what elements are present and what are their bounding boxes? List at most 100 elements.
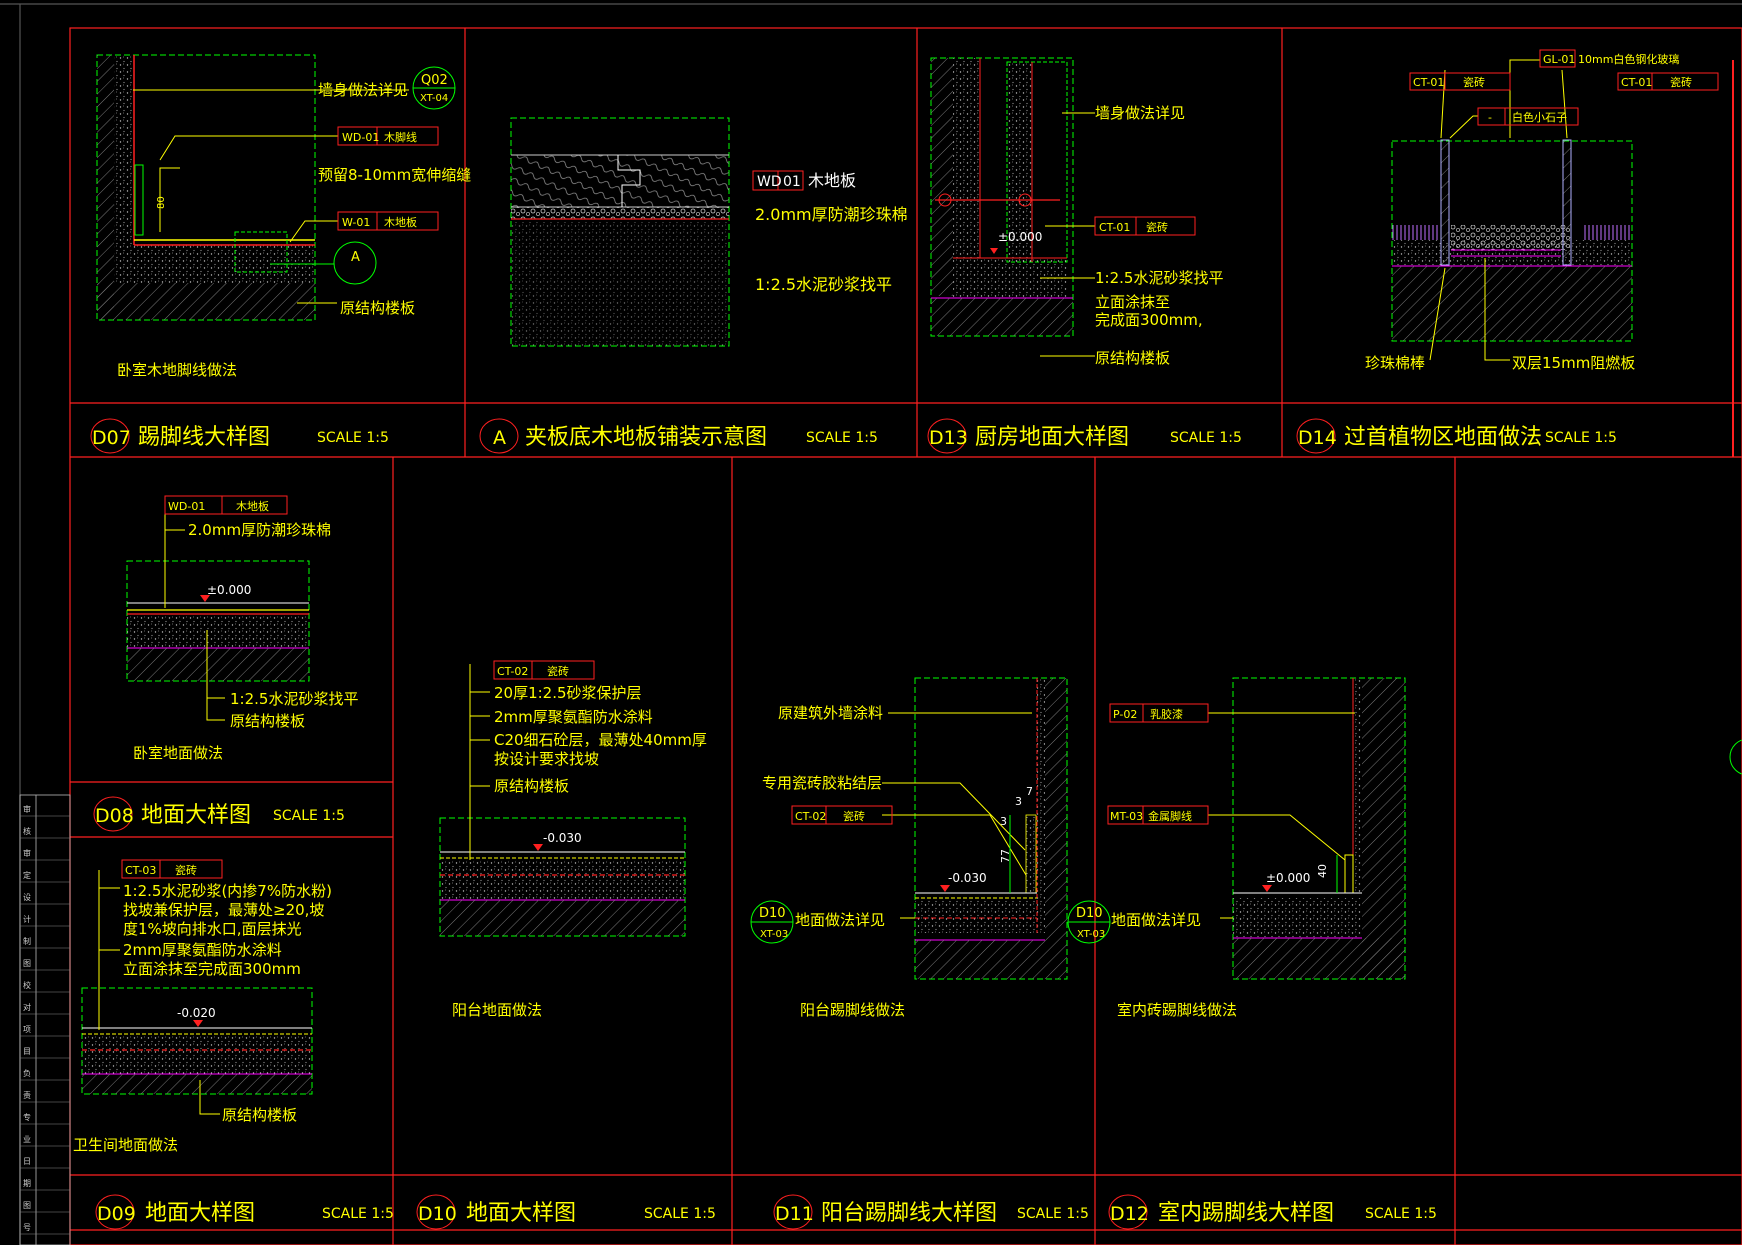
a-title: 夹板底木地板铺装示意图	[525, 425, 767, 450]
d08-title-num: D08	[95, 805, 134, 827]
d10-layer-3: C20细石砼层，最薄处40mm厚	[494, 731, 707, 749]
detail-d10	[439, 664, 686, 937]
d09-layer-5: 立面涂抹至完成面300mm	[123, 960, 301, 978]
d10-title: 地面大样图	[466, 1201, 576, 1226]
d08-tag-wd01: WD-01	[168, 500, 205, 513]
d14-tag-dash: -	[1488, 111, 1492, 124]
d09-tag-ct03-name: 瓷砖	[175, 863, 197, 877]
d07-dim-80: 80	[156, 196, 167, 209]
d08-layer-3: 原结构楼板	[230, 712, 305, 730]
d09-title-scale: SCALE 1:5	[322, 1206, 394, 1222]
d14-board-label: 双层15mm阻燃板	[1512, 354, 1635, 372]
title-block-label: 负	[23, 1068, 31, 1078]
d11-dim-7: 7	[1026, 785, 1033, 798]
a-tag-01: 01	[783, 174, 801, 190]
d10-tag-ct02-name: 瓷砖	[547, 664, 569, 678]
title-block-label: 项	[23, 1025, 31, 1034]
d07-title-scale: SCALE 1:5	[317, 430, 389, 446]
title-block-label: 对	[23, 1002, 31, 1012]
d12-tag-p02: P-02	[1113, 708, 1137, 721]
d14-tag-stone: 白色小石子	[1512, 110, 1567, 124]
d10-title-num: D10	[418, 1203, 457, 1225]
d12-ref-sheet: XT-03	[1077, 929, 1105, 940]
title-block-label: 责	[23, 1090, 31, 1100]
d12-title-num: D12	[1110, 1203, 1149, 1225]
d12-tag-mt03: MT-03	[1110, 810, 1143, 823]
detail-a	[510, 117, 730, 347]
d07-ref-code: Q02	[421, 73, 448, 88]
d10-layer-2: 2mm厚聚氨酯防水涂料	[494, 708, 653, 726]
d10-caption: 阳台地面做法	[452, 1001, 542, 1019]
d08-caption: 卧室地面做法	[133, 744, 223, 762]
d14-title: 过首植物区地面做法	[1344, 425, 1542, 450]
title-block-label: 校	[23, 980, 31, 990]
title-block-label: 设	[23, 892, 31, 902]
d12-caption: 室内砖踢脚线做法	[1117, 1001, 1237, 1019]
d11-ref-sheet: XT-03	[760, 929, 788, 940]
sheet-edge-marker	[1729, 739, 1742, 775]
d07-title-num: D07	[92, 427, 131, 449]
d13-tag-ct01-name: 瓷砖	[1146, 220, 1168, 234]
detail-d07	[96, 54, 456, 321]
title-block	[19, 794, 71, 1245]
d14-title-scale: SCALE 1:5	[1545, 430, 1617, 446]
d13-level: ±0.000	[998, 230, 1042, 244]
a-title-num: A	[493, 427, 506, 449]
title-block-label: 图	[23, 1201, 31, 1210]
d11-glue-label: 专用瓷砖胶粘结层	[762, 774, 882, 792]
d12-level: ±0.000	[1266, 871, 1310, 885]
d10-layer-4: 按设计要求找坡	[494, 750, 599, 768]
d14-tag-ct01-left: CT-01	[1413, 76, 1444, 89]
d11-title-num: D11	[775, 1203, 814, 1225]
a-tag-wd: WD	[757, 174, 782, 190]
d08-title: 地面大样图	[141, 803, 251, 828]
title-block-label: 期	[23, 1179, 31, 1188]
title-block-label: 号	[23, 1223, 31, 1232]
detail-d09	[81, 870, 313, 1115]
d10-layer-5: 原结构楼板	[494, 777, 569, 795]
d14-tag-ct01-right-name: 瓷砖	[1670, 75, 1692, 89]
title-block-label: 专	[23, 1112, 31, 1122]
title-block-label: 审	[23, 804, 31, 814]
d09-layer-2: 找坡兼保护层，最薄处≥20,坡	[123, 901, 324, 919]
d13-title-scale: SCALE 1:5	[1170, 430, 1242, 446]
d10-level: -0.030	[543, 831, 582, 845]
title-block-label: 日	[23, 1157, 31, 1166]
d12-tag-p02-name: 乳胶漆	[1150, 707, 1183, 721]
title-block-label: 制	[23, 936, 31, 946]
title-block-label: 计	[23, 914, 31, 924]
d10-layer-1: 20厚1:2.5砂浆保护层	[494, 684, 642, 702]
d07-section-ref: A	[351, 250, 360, 265]
d13-layer-1: 1:2.5水泥砂浆找平	[1095, 269, 1223, 287]
d14-tag-ct01-right: CT-01	[1621, 76, 1652, 89]
title-block-label: 图	[23, 959, 31, 968]
title-block-label: 审	[23, 848, 31, 858]
d07-caption: 卧室木地脚线做法	[117, 361, 237, 379]
d08-layer-1: 2.0mm厚防潮珍珠棉	[188, 521, 331, 539]
d08-layer-2: 1:2.5水泥砂浆找平	[230, 690, 358, 708]
d11-title-scale: SCALE 1:5	[1017, 1206, 1089, 1222]
d13-wall-label: 墙身做法详见	[1095, 104, 1185, 122]
d11-level: -0.030	[948, 871, 987, 885]
d07-ref-sheet: XT-04	[420, 93, 448, 104]
title-block-label: 核	[23, 826, 31, 836]
d07-tag-wd01: WD-01	[342, 131, 379, 144]
d11-title: 阳台踢脚线大样图	[821, 1201, 997, 1226]
d12-title: 室内踢脚线大样图	[1158, 1201, 1334, 1226]
detail-d12	[1067, 677, 1406, 980]
d07-tag-w01-name: 木地板	[384, 215, 417, 229]
d09-tag-ct03: CT-03	[125, 864, 156, 877]
d08-tag-wd01-name: 木地板	[236, 499, 269, 513]
title-bars	[90, 418, 1336, 1230]
d09-title: 地面大样图	[145, 1201, 255, 1226]
d13-layer-2: 立面涂抹至	[1095, 293, 1170, 311]
d09-layer-3: 度1%坡向排水口,面层抹光	[123, 920, 302, 938]
d08-title-scale: SCALE 1:5	[273, 808, 345, 824]
d07-gap-label: 预留8-10mm宽伸缩缝	[318, 166, 471, 184]
d12-dim-40: 40	[1316, 864, 1329, 878]
d08-level: ±0.000	[207, 583, 251, 597]
d07-title: 踢脚线大样图	[138, 425, 270, 450]
d09-title-num: D09	[97, 1203, 136, 1225]
a-tag-name: 木地板	[808, 171, 856, 190]
